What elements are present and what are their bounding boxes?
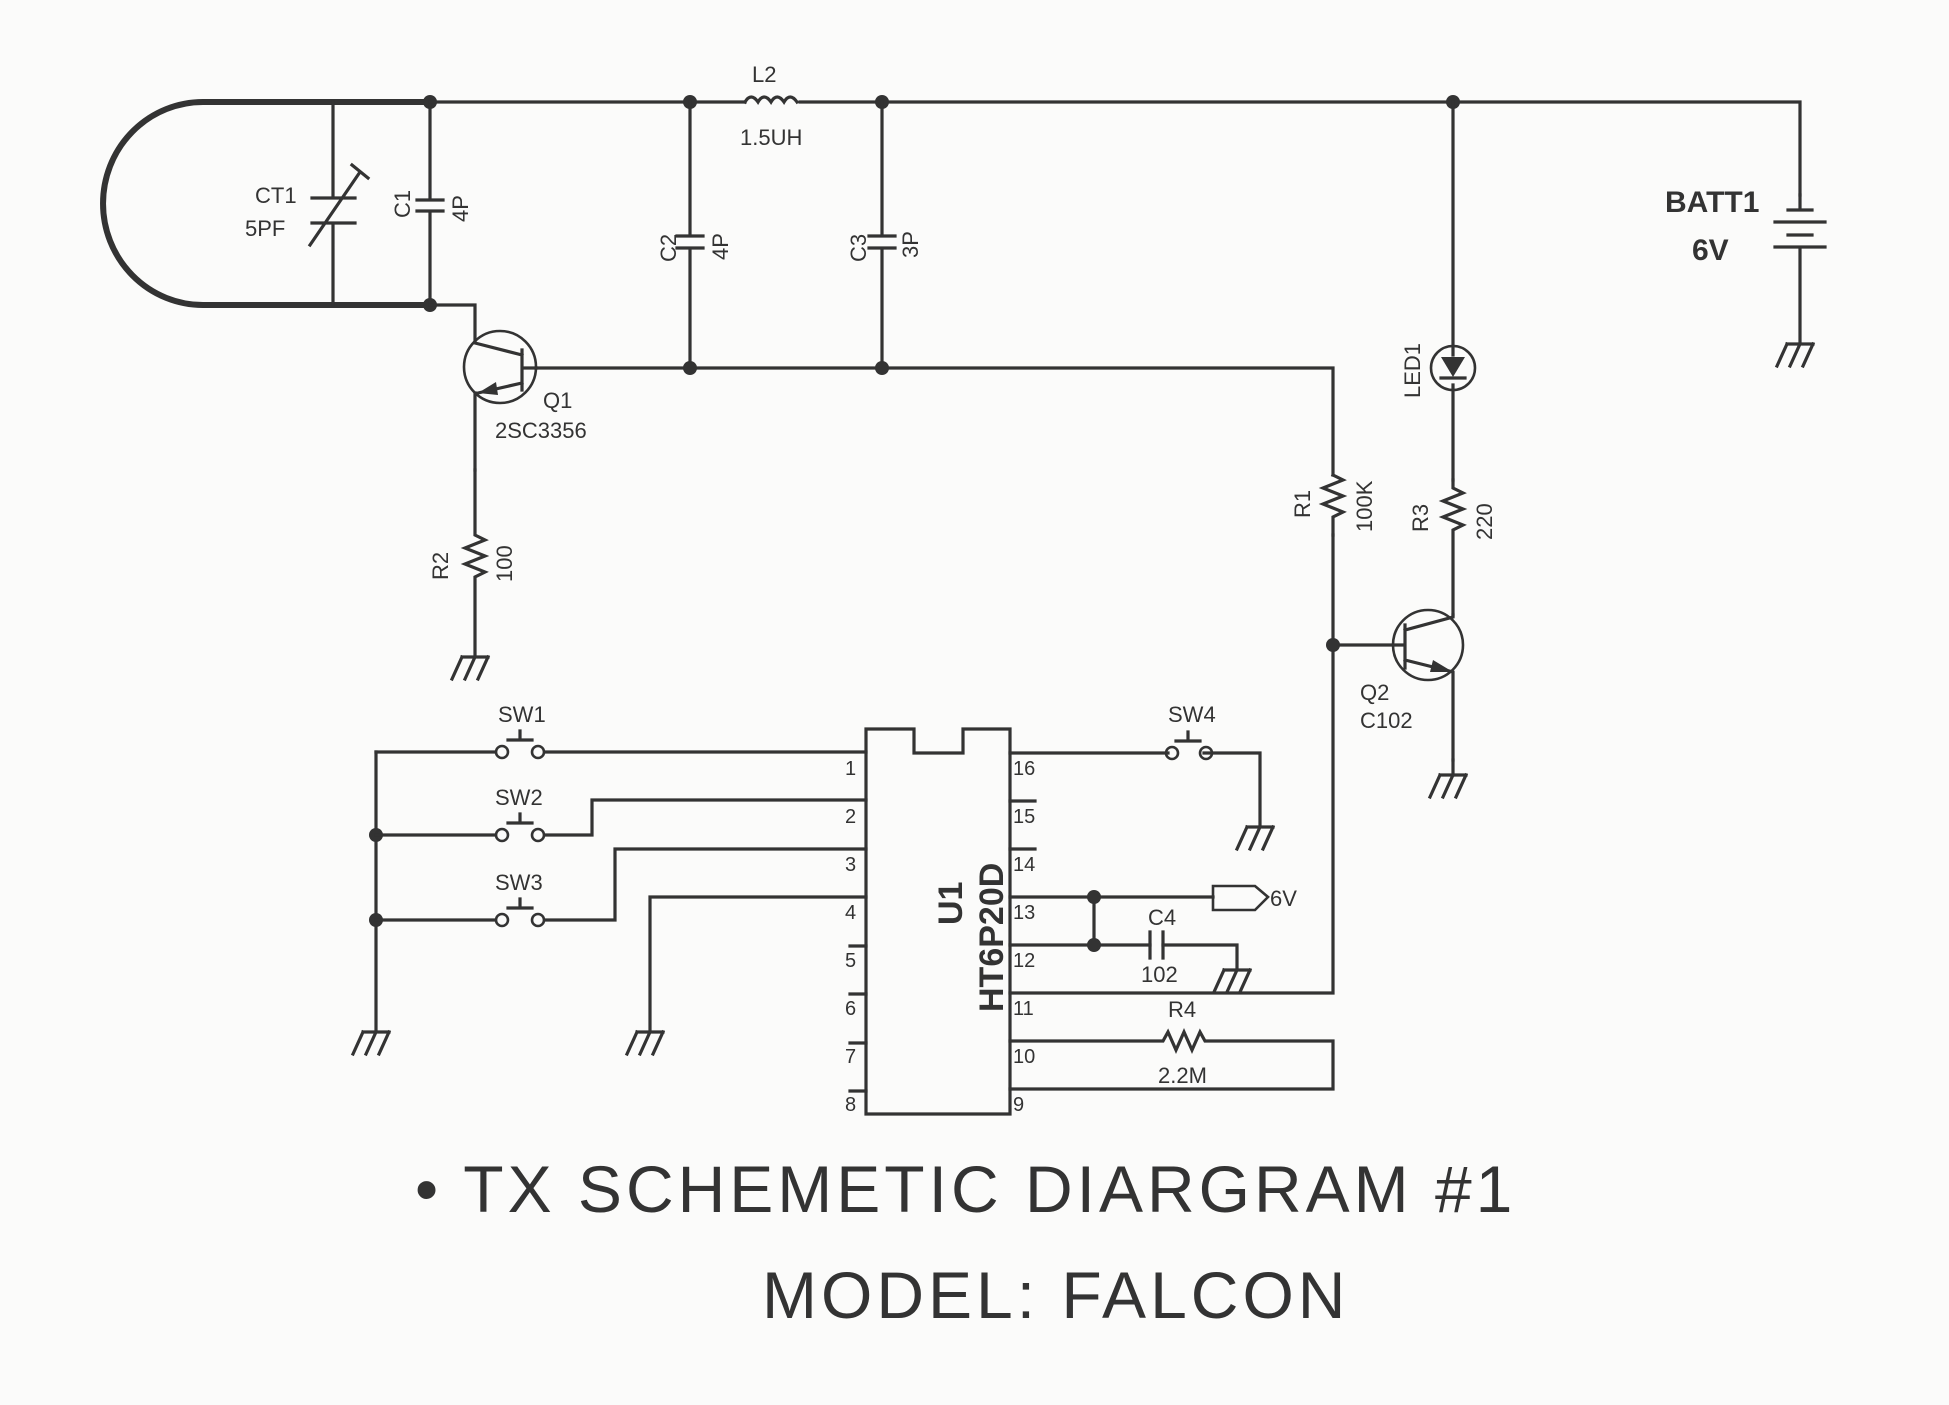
u1-pin-8: 8 — [845, 1094, 856, 1116]
diagram-title: • TX SCHEMETIC DIARGRAM #1 — [415, 1152, 1516, 1226]
transistor-q2 — [1331, 608, 1465, 762]
u1-pin-12: 12 — [1013, 950, 1035, 972]
sw4-ref: SW4 — [1168, 702, 1216, 727]
u1-pin-10: 10 — [1013, 1046, 1035, 1068]
diagram-subtitle: MODEL: FALCON — [762, 1258, 1349, 1332]
resistor-r2 — [460, 468, 490, 657]
switch-sw3 — [374, 847, 868, 928]
junction — [1326, 638, 1340, 652]
c1-value: 4P — [448, 195, 473, 222]
r3-ref: R3 — [1408, 504, 1433, 532]
u1-pin-11: 11 — [1013, 998, 1034, 1020]
junction — [683, 361, 697, 375]
r2-value: 100 — [492, 545, 517, 582]
u1-pin-16: 16 — [1013, 758, 1035, 780]
c3-value: 3P — [898, 231, 923, 258]
switch-sw1 — [374, 729, 868, 760]
ct1-ref: CT1 — [255, 183, 297, 208]
c4-ref: C4 — [1148, 905, 1176, 930]
r1-value: 100K — [1352, 480, 1377, 532]
vcc-label: 6V — [1270, 886, 1297, 911]
switch-sw2 — [374, 798, 868, 843]
l2-ref: L2 — [752, 62, 776, 87]
u1-ref: U1 — [932, 882, 970, 925]
inductor-l2 — [742, 95, 800, 105]
junction — [1087, 938, 1101, 952]
resistor-r1 — [1318, 472, 1348, 537]
capacitor-c3 — [867, 100, 897, 370]
q2-value: C102 — [1360, 708, 1413, 733]
junction — [1087, 890, 1101, 904]
wire — [1008, 895, 1239, 970]
resistor-r3 — [1438, 478, 1468, 617]
transistor-q1 — [428, 303, 538, 472]
q2-ref: Q2 — [1360, 680, 1389, 705]
c2-value: 4P — [708, 233, 733, 260]
u1-pin-1: 1 — [845, 758, 856, 780]
collector-rail — [534, 366, 1335, 995]
u1-pin-9: 9 — [1013, 1094, 1024, 1116]
ground-icon — [1427, 772, 1469, 800]
u1-pin-3: 3 — [845, 854, 856, 876]
u1-pin-14: 14 — [1013, 854, 1035, 876]
ic-u1-body — [864, 727, 1012, 1116]
ground-icon — [1234, 824, 1276, 852]
r4-ref: R4 — [1168, 997, 1196, 1022]
batt1-ref: BATT1 — [1665, 186, 1759, 219]
ground-icon — [449, 654, 491, 682]
top-rail — [428, 100, 1802, 197]
r3-value: 220 — [1472, 503, 1497, 540]
capacitor-c4 — [1148, 930, 1165, 960]
r4-value: 2.2M — [1158, 1063, 1207, 1088]
u1-pin-2: 2 — [845, 806, 856, 828]
ct1-value: 5PF — [245, 216, 285, 241]
u1-pin-13: 13 — [1013, 902, 1035, 924]
ground-icon — [624, 1029, 666, 1057]
trimmer-capacitor-ct1 — [307, 100, 371, 307]
sw2-ref: SW2 — [495, 785, 543, 810]
switch-sw4 — [1008, 730, 1262, 827]
wire — [648, 895, 868, 1032]
c3-ref: C3 — [846, 234, 871, 262]
vcc-port-icon — [1211, 884, 1270, 912]
sw3-ref: SW3 — [495, 870, 543, 895]
u1-pin-4: 4 — [845, 902, 856, 924]
c1-ref: C1 — [390, 190, 415, 218]
l2-value: 1.5UH — [740, 125, 802, 150]
junction — [875, 361, 889, 375]
ground-icon — [350, 1029, 392, 1057]
led-led1 — [1429, 100, 1477, 482]
ground-icon — [1774, 341, 1816, 369]
r1-ref: R1 — [1290, 490, 1315, 518]
u1-value: HT6P20D — [973, 863, 1011, 1012]
capacitor-c2 — [675, 100, 705, 370]
q1-ref: Q1 — [543, 388, 572, 413]
loop-antenna — [100, 99, 430, 308]
ic-pin-stubs — [848, 799, 1037, 1093]
batt1-value: 6V — [1692, 234, 1729, 267]
u1-pin-7: 7 — [845, 1046, 856, 1068]
c2-ref: C2 — [656, 234, 681, 262]
battery-batt1 — [1773, 193, 1827, 344]
u1-pin-6: 6 — [845, 998, 856, 1020]
q1-value: 2SC3356 — [495, 418, 587, 443]
ground-icon — [1211, 967, 1253, 995]
led1-ref: LED1 — [1400, 343, 1425, 398]
r2-ref: R2 — [428, 552, 453, 580]
u1-pin-5: 5 — [845, 950, 856, 972]
resistor-r4 — [1008, 1028, 1335, 1091]
sw1-ref: SW1 — [498, 702, 546, 727]
capacitor-c1 — [415, 100, 445, 307]
c4-value: 102 — [1141, 962, 1178, 987]
u1-pin-15: 15 — [1013, 806, 1035, 828]
